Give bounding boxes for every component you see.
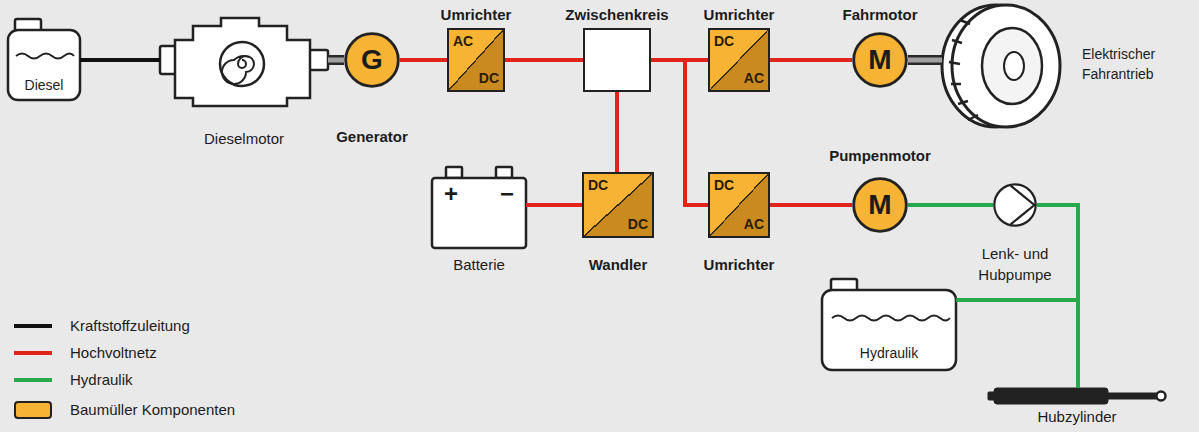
high-voltage-line <box>400 60 447 61</box>
wheel-node: Elektrischer Fahrantrieb <box>942 4 1062 128</box>
node-label: M <box>868 188 891 222</box>
dc-link-box: Zwischenkreis <box>583 28 651 92</box>
node-label: Zwischenkreis <box>565 6 668 24</box>
converter-box: UmrichterDCAC <box>708 28 770 92</box>
high-voltage-line <box>770 60 852 61</box>
hydraulic-tank-node: Hydraulik <box>822 290 956 370</box>
generator-circle: GGenerator <box>344 32 400 88</box>
tire <box>942 5 1060 127</box>
pump-symbol <box>993 183 1037 227</box>
node-label: Diesel <box>25 77 64 94</box>
node-label: Umrichter <box>441 6 512 24</box>
node-label: G <box>361 43 383 77</box>
legend-line <box>12 348 54 358</box>
high-voltage-line <box>651 60 708 205</box>
engine-node: Dieselmotor <box>160 16 328 104</box>
drive-shaft <box>328 60 344 61</box>
drive-shaft <box>908 60 942 61</box>
diesel-tank <box>8 19 80 100</box>
node-label: DC <box>628 216 648 233</box>
node-label: Umrichter <box>704 6 775 24</box>
node-label: Hubzylinder <box>1037 408 1116 426</box>
node-label: Umrichter <box>704 256 775 274</box>
node-label: AC <box>744 216 764 233</box>
node-label: Lenk- und Hubpumpe <box>965 243 1065 285</box>
legend-text: Hochvoltnetz <box>70 344 157 362</box>
hydraulic-tank <box>822 279 956 370</box>
node-label: Generator <box>336 128 408 146</box>
motor-circle: PumpenmotorM <box>852 177 908 233</box>
converter-box: UmrichterACDC <box>447 28 505 92</box>
hydraulic-line <box>908 205 993 206</box>
node-label: Batterie <box>453 256 505 274</box>
node-label: DC <box>714 177 734 194</box>
legend-text: Baumüller Komponenten <box>70 401 235 419</box>
hydraulic-line <box>956 300 1078 388</box>
pump-circle: Lenk- und Hubpumpe <box>993 183 1037 227</box>
node-label: DC <box>714 33 734 50</box>
legend-line <box>12 375 54 385</box>
battery <box>432 167 526 248</box>
fuel-line <box>80 60 160 61</box>
diesel-engine <box>160 18 328 106</box>
node-label: Dieselmotor <box>204 130 284 148</box>
node-label: Fahrmotor <box>843 6 918 24</box>
high-voltage-line <box>505 60 583 61</box>
lift-cylinder <box>988 388 1166 404</box>
node-label: AC <box>453 33 473 50</box>
node-label: Wandler <box>589 256 648 274</box>
motor-circle: FahrmotorM <box>852 32 908 88</box>
node-label: AC <box>744 70 764 87</box>
node-label: M <box>868 43 891 77</box>
node-label: Elektrischer Fahrantrieb <box>1082 44 1186 85</box>
hydraulic-line <box>1037 205 1078 388</box>
legend-text: Hydraulik <box>70 371 133 389</box>
high-voltage-line <box>770 205 852 206</box>
diesel-tank-node: Diesel <box>8 30 80 100</box>
battery-node: +−Batterie <box>432 178 526 248</box>
node-label: − <box>500 180 514 209</box>
legend-line <box>12 321 54 331</box>
cylinder-node: Hubzylinder <box>988 388 1166 404</box>
node-label: DC <box>588 177 608 194</box>
legend-text: Kraftstoffzuleitung <box>70 317 190 335</box>
node-label: Hydraulik <box>860 345 918 362</box>
node-label: DC <box>479 70 499 87</box>
node-label: + <box>444 180 458 209</box>
dc-dc-converter-box: DCDCWandler <box>582 172 654 238</box>
high-voltage-line <box>526 205 582 206</box>
converter-box: DCACUmrichter <box>708 172 770 238</box>
high-voltage-line <box>617 92 618 172</box>
legend-swatch <box>14 401 52 419</box>
node-label: Pumpenmotor <box>829 147 931 165</box>
